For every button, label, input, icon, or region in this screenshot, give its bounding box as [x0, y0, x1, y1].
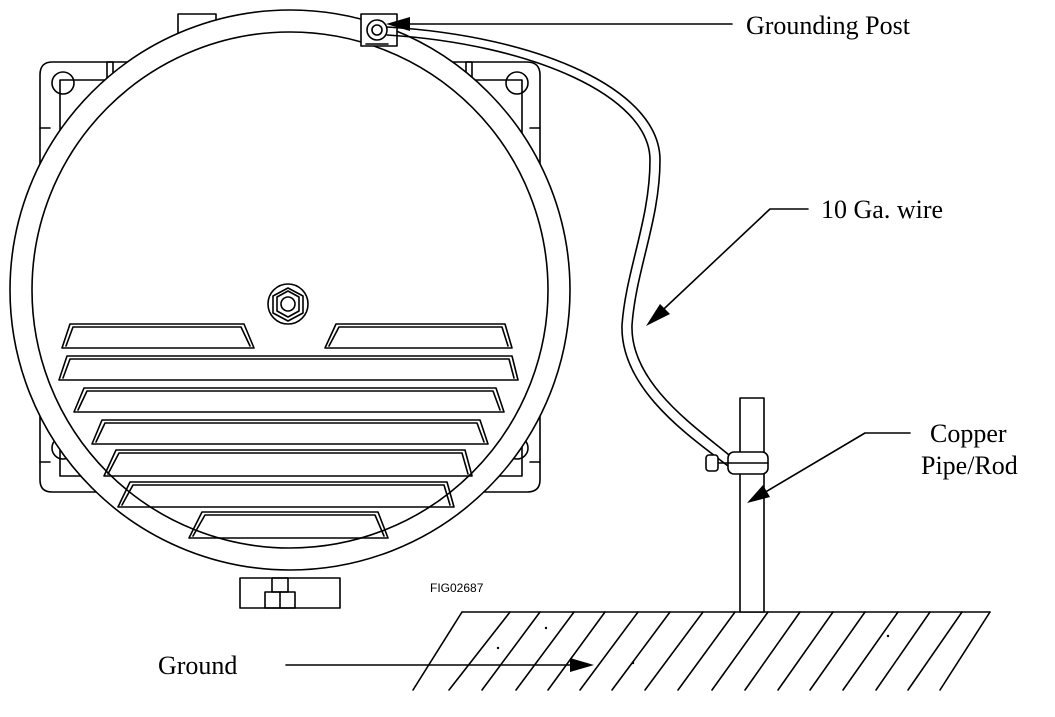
grounding-post: [361, 14, 397, 46]
leader-wire: [646, 209, 808, 326]
label-grounding-post: Grounding Post: [746, 11, 911, 40]
label-ground: Ground: [158, 651, 237, 680]
copper-pipe-rod: [740, 398, 764, 612]
leader-grounding-post: [386, 17, 732, 31]
pipe-clamp: [706, 452, 768, 474]
label-pipe-rod: Pipe/Rod: [921, 451, 1018, 480]
leader-copper: [747, 433, 910, 503]
label-copper: Copper: [930, 419, 1007, 448]
center-hex-fitting: [268, 284, 308, 324]
figure-id: FIG02687: [430, 581, 484, 595]
leader-ground: [286, 658, 594, 672]
ground-hatch: [413, 612, 990, 690]
label-wire: 10 Ga. wire: [821, 195, 943, 224]
